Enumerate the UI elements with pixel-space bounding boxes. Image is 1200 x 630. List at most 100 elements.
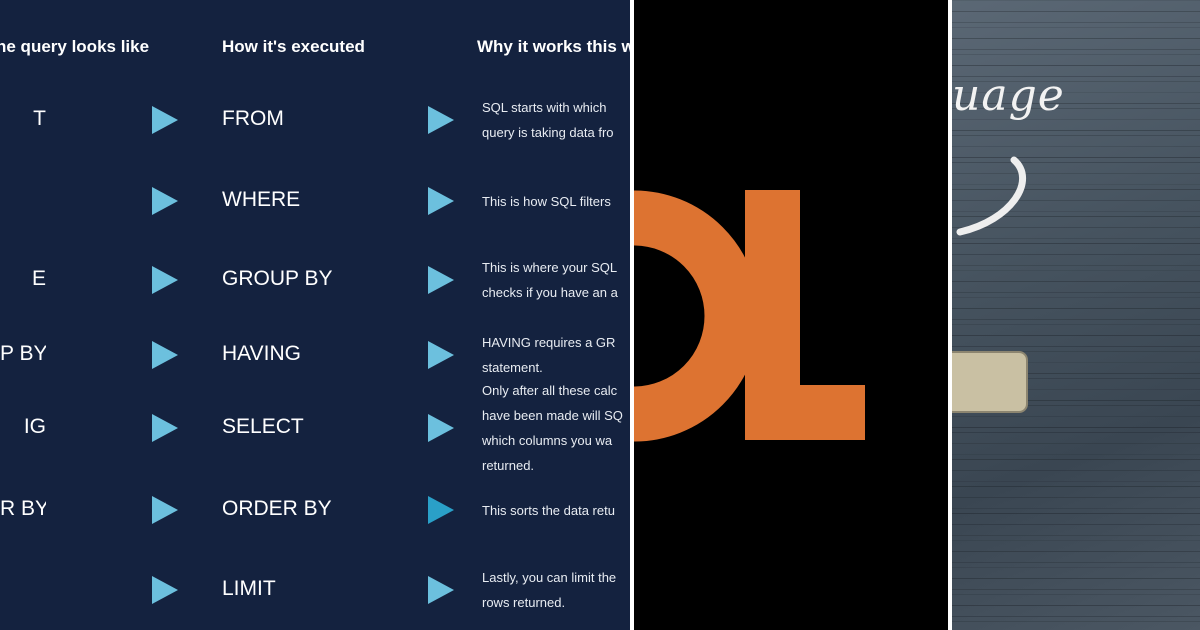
triangle-right-icon bbox=[152, 187, 178, 215]
wood-grain bbox=[952, 373, 1200, 374]
executed-keyword: GROUP BY bbox=[222, 267, 333, 290]
wood-grain bbox=[952, 335, 1200, 336]
wood-grain bbox=[952, 389, 1200, 390]
triangle-right-icon bbox=[428, 266, 454, 294]
why-explanation: Only after all these calc have been made … bbox=[482, 378, 630, 478]
wood-grain bbox=[952, 103, 1200, 104]
executed-keyword: HAVING bbox=[222, 342, 301, 365]
wood-grain bbox=[952, 454, 1200, 455]
explanation-line: HAVING requires a GR bbox=[482, 335, 616, 350]
wood-grain bbox=[952, 432, 1200, 433]
wood-grain bbox=[952, 173, 1200, 174]
explanation-line: query is taking data fro bbox=[482, 125, 614, 140]
triangle-right-icon bbox=[152, 576, 178, 604]
wood-grain bbox=[952, 605, 1200, 606]
wood-grain bbox=[952, 616, 1200, 617]
wood-grain bbox=[952, 243, 1200, 244]
wood-grain bbox=[952, 594, 1200, 595]
wood-grain bbox=[952, 562, 1200, 563]
wood-grain bbox=[952, 157, 1200, 158]
triangle-right-icon bbox=[152, 496, 178, 524]
wood-grain bbox=[952, 319, 1200, 320]
logo-letter-q bbox=[634, 190, 760, 442]
wood-grain bbox=[952, 578, 1200, 579]
why-explanation: This sorts the data retu bbox=[482, 498, 630, 523]
wood-grain bbox=[952, 65, 1200, 66]
wood-grain bbox=[952, 297, 1200, 298]
explanation-line: This is how SQL filters bbox=[482, 193, 611, 209]
wood-grain bbox=[952, 54, 1200, 55]
explanation-line: This is where your SQL bbox=[482, 260, 618, 275]
wooden-stick bbox=[952, 351, 1028, 413]
triangle-right-icon bbox=[152, 414, 178, 442]
wood-grain bbox=[952, 49, 1200, 50]
explanation-line: Only after all these calc bbox=[482, 383, 618, 398]
triangle-right-icon bbox=[428, 106, 454, 134]
wood-grain bbox=[952, 216, 1200, 217]
wood-grain bbox=[952, 459, 1200, 460]
wood-grain bbox=[952, 92, 1200, 93]
explanation-line: have been made will SQ bbox=[482, 408, 623, 423]
wood-grain bbox=[952, 351, 1200, 352]
wood-grain bbox=[952, 589, 1200, 590]
executed-keyword: ORDER BY bbox=[222, 497, 332, 520]
wood-grain bbox=[952, 513, 1200, 514]
header-why: Why it works this w bbox=[477, 37, 630, 56]
wood-grain bbox=[952, 378, 1200, 379]
header-executed: How it's executed bbox=[222, 37, 365, 56]
executed-keyword: FROM bbox=[222, 107, 284, 130]
wood-grain bbox=[952, 22, 1200, 23]
sql-logo bbox=[634, 0, 948, 630]
sql-execution-order-table: he query looks like How it's executed Wh… bbox=[0, 0, 630, 630]
header-query: he query looks like bbox=[0, 37, 150, 56]
explanation-line: SQL starts with which bbox=[482, 100, 607, 115]
wood-grain bbox=[952, 427, 1200, 428]
query-keyword: R BY bbox=[0, 497, 46, 520]
wood-grain bbox=[952, 486, 1200, 487]
logo-letters-ql bbox=[634, 190, 865, 442]
triangle-right-icon bbox=[152, 106, 178, 134]
wood-grain bbox=[952, 200, 1200, 201]
wood-grain bbox=[952, 11, 1200, 12]
wood-grain bbox=[952, 265, 1200, 266]
wood-grain bbox=[952, 238, 1200, 239]
handwritten-text: uage bbox=[952, 70, 1065, 121]
explanation-line: rows returned. bbox=[482, 595, 566, 610]
wood-grain bbox=[952, 535, 1200, 536]
wood-grain bbox=[952, 621, 1200, 622]
handwritten-bracket bbox=[956, 156, 1027, 236]
query-keyword: IG bbox=[23, 415, 46, 438]
wood-grain bbox=[952, 135, 1200, 136]
wood-grain bbox=[952, 405, 1200, 406]
wood-grain bbox=[952, 324, 1200, 325]
wood-grain bbox=[952, 346, 1200, 347]
wood-grain bbox=[952, 76, 1200, 77]
wood-grain bbox=[952, 119, 1200, 120]
query-keyword: E bbox=[31, 267, 46, 290]
divider bbox=[948, 0, 952, 630]
logo-letter-l bbox=[745, 190, 865, 440]
explanation-line: Lastly, you can limit the bbox=[482, 570, 617, 585]
wood-grain bbox=[952, 130, 1200, 131]
why-explanation: HAVING requires a GR statement. bbox=[482, 330, 630, 380]
wood-grain bbox=[952, 81, 1200, 82]
wood-grain bbox=[952, 567, 1200, 568]
wood-grain bbox=[952, 254, 1200, 255]
wood-grain bbox=[952, 308, 1200, 309]
wood-grain bbox=[952, 497, 1200, 498]
query-keyword: P BY bbox=[0, 342, 46, 365]
triangle-right-icon bbox=[428, 496, 454, 524]
wood-grain bbox=[952, 292, 1200, 293]
wood-grain bbox=[952, 38, 1200, 39]
triangle-right-icon bbox=[428, 341, 454, 369]
wood-grain bbox=[952, 281, 1200, 282]
wood-grain bbox=[952, 184, 1200, 185]
wood-grain bbox=[952, 270, 1200, 271]
wood-grain bbox=[952, 443, 1200, 444]
triangle-right-icon bbox=[428, 414, 454, 442]
wood-grain bbox=[952, 108, 1200, 109]
explanation-line: statement. bbox=[482, 360, 543, 375]
wood-grain bbox=[952, 227, 1200, 228]
triangle-right-icon bbox=[428, 576, 454, 604]
